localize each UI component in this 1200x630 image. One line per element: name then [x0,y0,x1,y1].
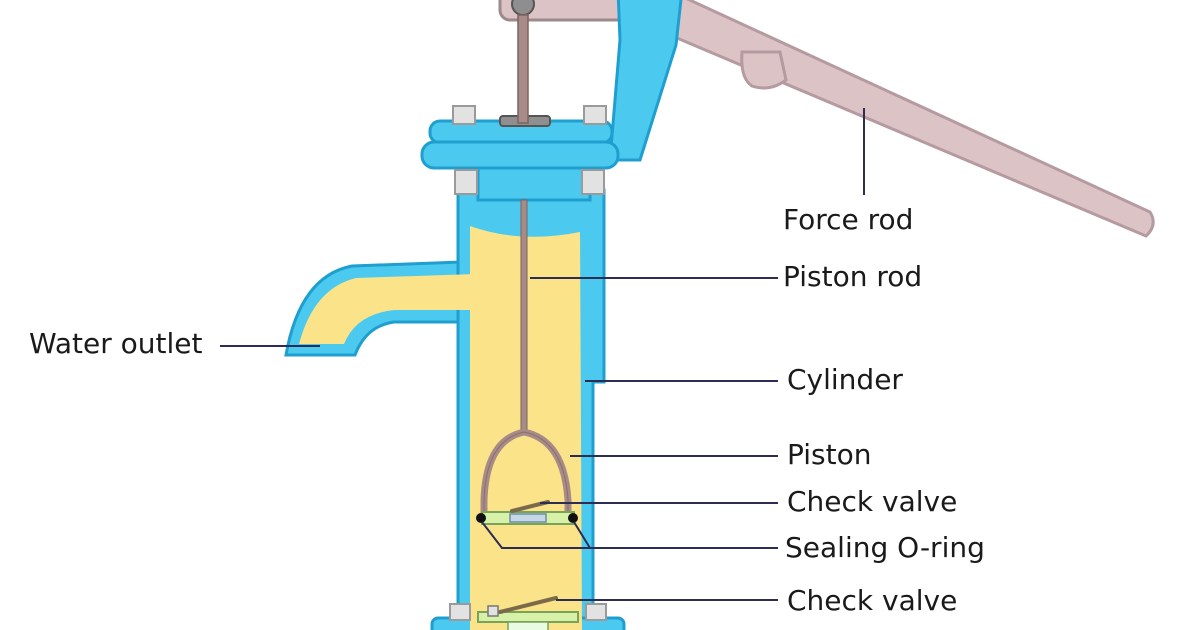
hex-bolt-icon [449,603,471,621]
leader-sealing-oring [481,521,778,549]
leader-sealing-oring-right [573,521,591,549]
label-cylinder: Cylinder [787,363,903,396]
spout-water [299,274,476,344]
top-flange-lower [420,140,620,170]
lower-valve [477,596,579,630]
piston-rod-lower [520,199,528,436]
oring-right [568,513,578,523]
label-piston: Piston [787,438,872,471]
leader-lines [220,108,865,601]
hex-bolt-icon [583,105,607,125]
water-fill [299,226,582,630]
top-neck [476,163,592,202]
label-force-rod: Force rod [783,203,913,236]
oring-left [476,513,486,523]
piston-stirrup-outline [483,431,569,516]
hex-bolt-icon [452,105,476,125]
pivot-left [511,0,535,16]
piston-assembly [476,14,578,525]
label-check-valve-lower: Check valve [787,584,957,617]
handle-knuckle [740,50,788,90]
label-piston-rod: Piston rod [783,260,922,293]
labels: Force rod Piston rod Water outlet Cylind… [29,203,985,617]
hex-bolt-icon [585,603,607,621]
handle-bracket [608,0,683,162]
hex-bolt-icon [454,169,478,195]
label-water-outlet: Water outlet [29,327,203,360]
lower-valve-opening [507,621,549,630]
piston-rod [517,14,529,124]
piston-plate-center [509,513,547,523]
label-sealing-oring: Sealing O-ring [785,531,985,564]
flap-valve-icon [498,596,558,614]
hex-bolt-icon [487,605,499,617]
bolts [449,105,607,621]
label-check-valve-upper: Check valve [787,485,957,518]
handle-lever [656,0,1155,238]
hex-bolt-icon [581,169,605,195]
